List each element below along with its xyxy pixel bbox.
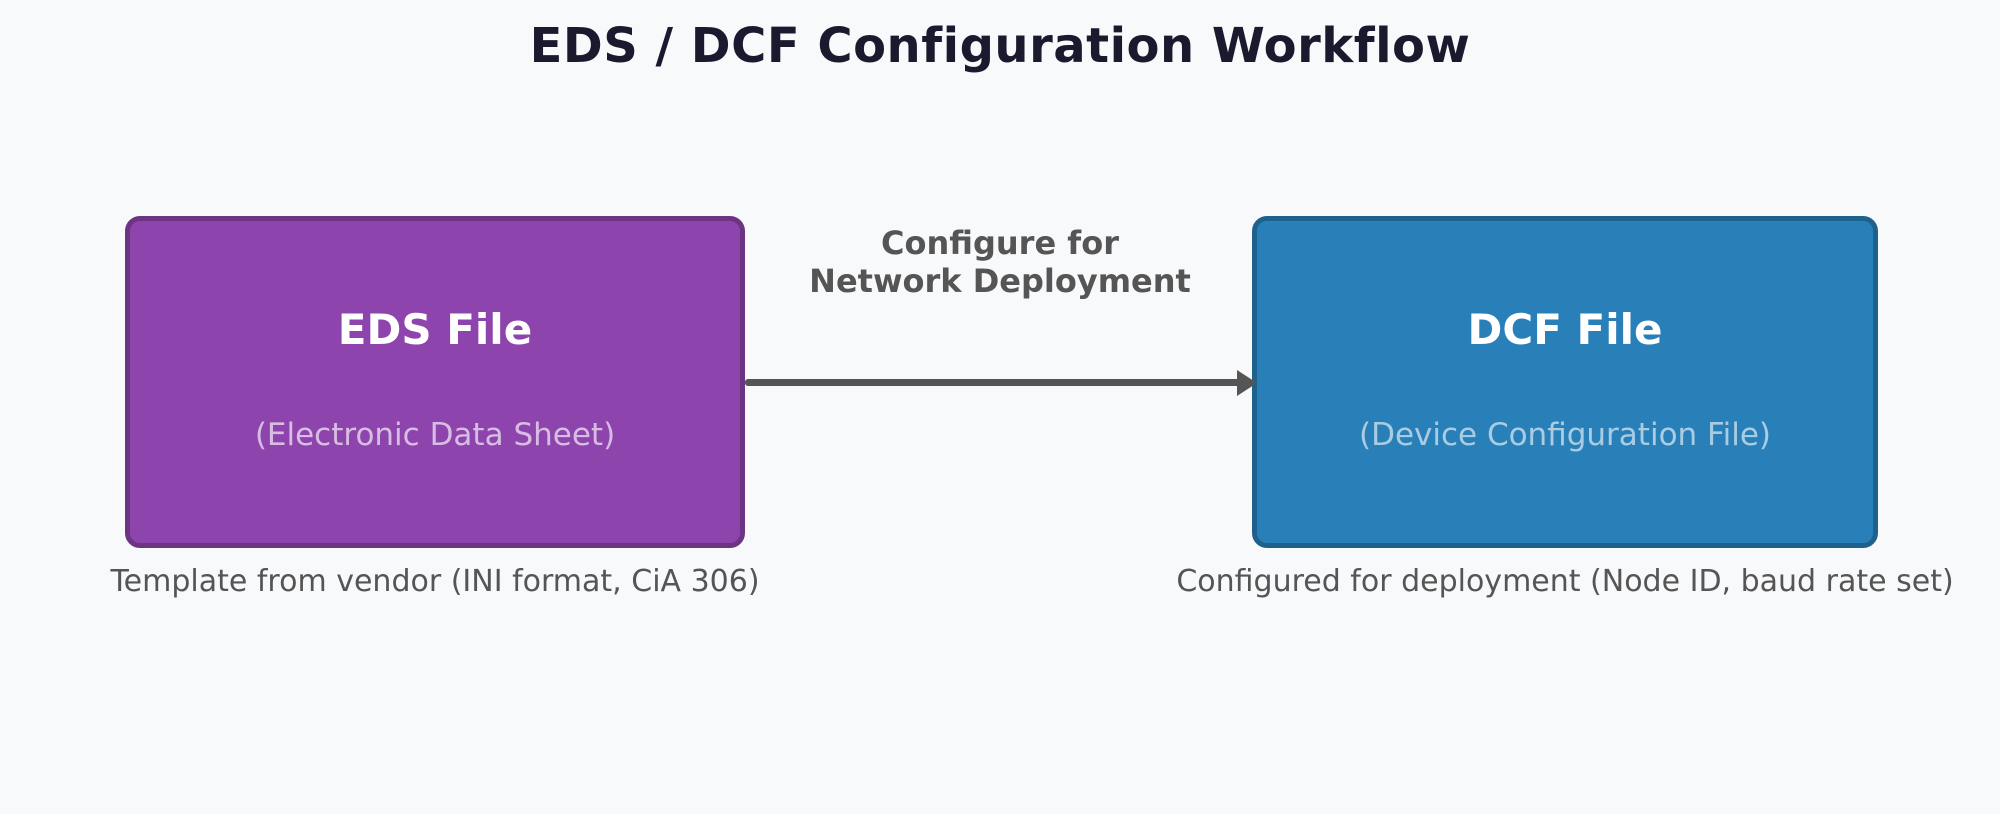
node-dcf-file: DCF File (Device Configuration File) bbox=[1252, 216, 1878, 548]
arrow-line bbox=[745, 379, 1242, 386]
node-eds-title: EDS File bbox=[337, 305, 533, 354]
node-eds-subtitle: (Electronic Data Sheet) bbox=[254, 417, 616, 453]
edge-label-line2: Network Deployment bbox=[809, 262, 1191, 300]
edge-label-line1: Configure for bbox=[881, 224, 1119, 262]
node-eds-file: EDS File (Electronic Data Sheet) bbox=[125, 216, 745, 548]
node-eds-caption: Template from vendor (INI format, CiA 30… bbox=[110, 564, 760, 599]
node-dcf-caption: Configured for deployment (Node ID, baud… bbox=[1176, 564, 1954, 599]
node-dcf-subtitle: (Device Configuration File) bbox=[1358, 417, 1772, 453]
arrowhead-icon bbox=[1237, 370, 1257, 396]
edge-label: Configure for Network Deployment bbox=[700, 224, 1300, 300]
node-dcf-title: DCF File bbox=[1467, 305, 1663, 354]
page-title: EDS / DCF Configuration Workflow bbox=[529, 18, 1471, 74]
